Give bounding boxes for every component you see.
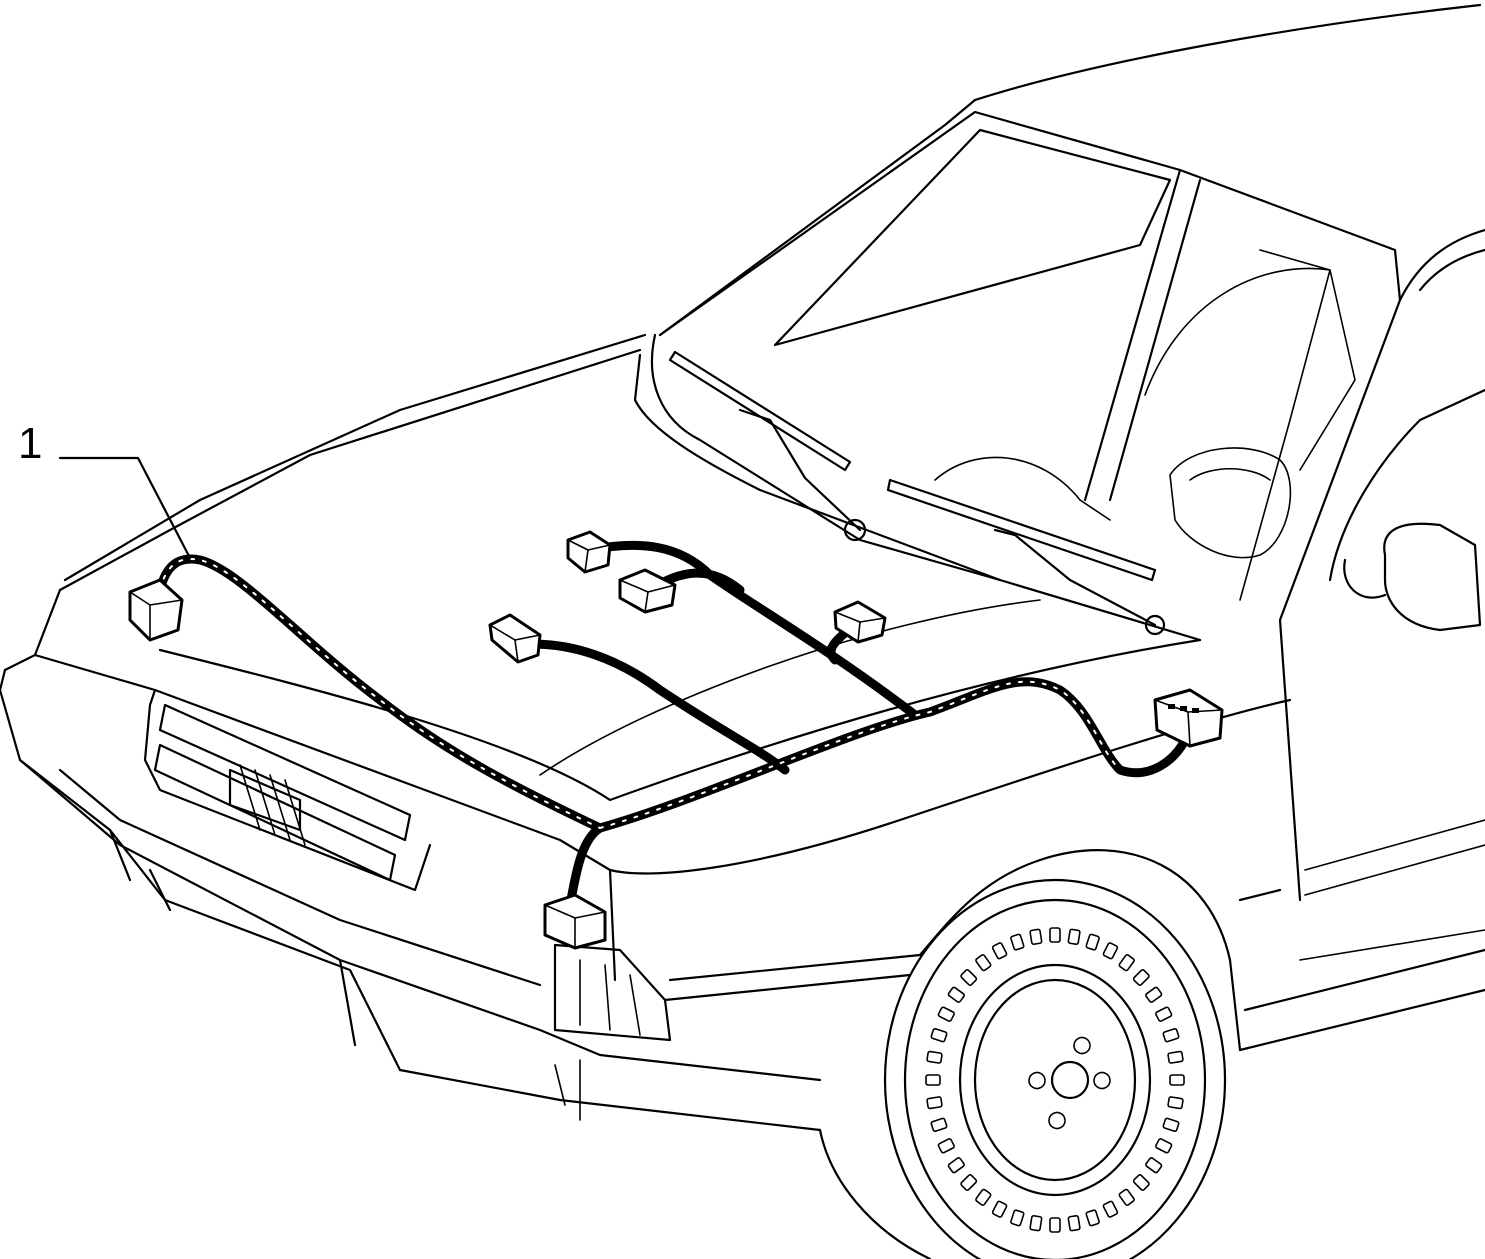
connector-top-1 — [566, 530, 612, 574]
connector-right-headlight — [543, 893, 607, 950]
wheel-slot — [930, 1028, 948, 1043]
wheel-slot — [1169, 1074, 1185, 1086]
wiring-harness — [155, 540, 1190, 910]
wheel-slot — [925, 1074, 941, 1086]
wheel-slot — [1162, 1117, 1180, 1132]
wheel-slot — [975, 954, 992, 972]
wheel-slot — [1010, 933, 1025, 951]
wheel-slot — [1118, 1188, 1135, 1206]
wheel-slot — [1049, 927, 1061, 943]
wheel-slot — [926, 1050, 943, 1064]
connector-top-2 — [618, 568, 677, 614]
wheel-slot — [991, 942, 1008, 960]
wheel-slot — [947, 986, 965, 1003]
wheel-slot — [1049, 1217, 1061, 1233]
wheel-slot — [926, 1096, 943, 1110]
wheel-slot — [1167, 1050, 1184, 1064]
callout-1-leader-line — [58, 456, 192, 560]
wheel-slot — [1102, 1200, 1119, 1218]
connector-left-headlight — [128, 578, 184, 642]
wheel-slot — [1010, 1209, 1025, 1227]
wheel-slot — [1067, 928, 1081, 946]
wheel-slot — [1167, 1096, 1184, 1110]
wheel-slot — [1067, 1214, 1081, 1232]
wheel-slot — [960, 969, 978, 986]
connector-top-3 — [488, 613, 542, 664]
wheel-slot — [930, 1117, 948, 1132]
wheel-slot — [960, 1174, 978, 1191]
wheel-slot — [1155, 1006, 1173, 1022]
wheel-slot — [1132, 1174, 1150, 1191]
wheel-slot — [991, 1200, 1008, 1218]
wheel-slot — [1085, 933, 1100, 951]
front-wheel — [883, 878, 1227, 1259]
wheel-slot — [1162, 1028, 1180, 1043]
wheel-slot — [937, 1006, 955, 1022]
wheel-slot — [975, 1188, 992, 1206]
wheel-slot — [1085, 1209, 1100, 1227]
wheel-slot — [947, 1157, 965, 1174]
wheel-slot — [1118, 954, 1135, 972]
wheel-slot — [1155, 1138, 1173, 1154]
connector-side — [1153, 688, 1224, 748]
connector-top-4 — [833, 600, 887, 644]
wheel-slot — [1029, 928, 1043, 946]
callout-1-label: 1 — [18, 419, 42, 468]
wheel-slot — [1029, 1214, 1043, 1232]
callout-1: 1 — [18, 419, 192, 560]
wheel-slot — [1145, 1157, 1163, 1174]
wheel-slot — [1102, 942, 1119, 960]
wheel-slot — [937, 1138, 955, 1154]
wheel-slot — [1145, 986, 1163, 1003]
car-body — [0, 3, 1485, 1259]
wheel-slot — [1132, 969, 1150, 986]
